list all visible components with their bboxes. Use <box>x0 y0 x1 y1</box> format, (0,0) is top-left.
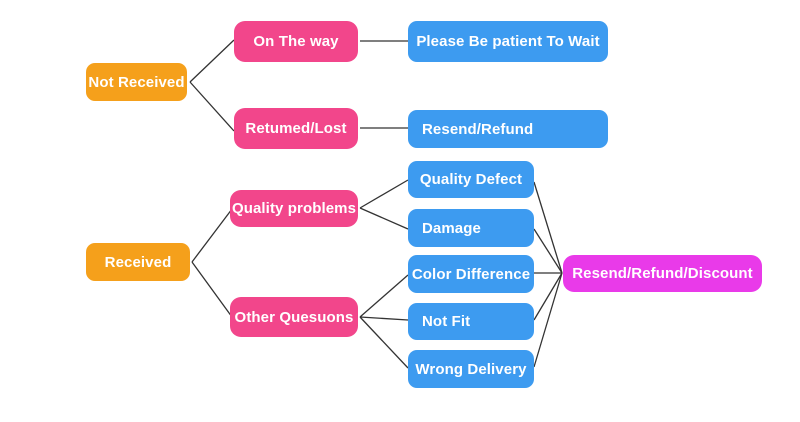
node-resend-refund-discount[interactable]: Resend/Refund/Discount <box>563 255 762 292</box>
node-label-not-received: Not Received <box>88 73 185 91</box>
node-label-other-questions: Other Quesuons <box>234 308 354 326</box>
node-damage[interactable]: Damage <box>408 209 534 247</box>
node-other-questions[interactable]: Other Quesuons <box>230 297 358 337</box>
edge-other-questions-wrong-delivery <box>359 316 409 369</box>
node-label-color-difference: Color Difference <box>411 265 531 283</box>
node-on-the-way[interactable]: On The way <box>234 21 358 62</box>
node-label-quality-problems: Quality problems <box>231 200 357 217</box>
node-returned-lost[interactable]: Retumed/Lost <box>234 108 358 149</box>
edge-received-quality-problems <box>191 208 233 263</box>
node-label-not-fit: Not Fit <box>422 313 471 330</box>
edge-wrong-delivery-result <box>533 272 563 368</box>
node-please-wait[interactable]: Please Be patient To Wait <box>408 21 608 62</box>
edge-quality-defect-result <box>533 181 563 274</box>
node-quality-problems[interactable]: Quality problems <box>230 190 358 227</box>
node-not-received[interactable]: Not Received <box>86 63 187 101</box>
node-label-resend-refund: Resend/Refund <box>422 120 534 138</box>
node-color-difference[interactable]: Color Difference <box>408 255 534 293</box>
node-label-please-wait: Please Be patient To Wait <box>416 33 600 50</box>
node-label-wrong-delivery: Wrong Delivery <box>415 360 527 378</box>
node-resend-refund[interactable]: Resend/Refund <box>408 110 608 148</box>
node-received[interactable]: Received <box>86 243 190 281</box>
node-not-fit[interactable]: Not Fit <box>408 303 534 340</box>
node-wrong-delivery[interactable]: Wrong Delivery <box>408 350 534 388</box>
node-label-resend-refund-discount: Resend/Refund/Discount <box>572 265 753 282</box>
node-label-returned-lost: Retumed/Lost <box>245 120 347 137</box>
node-label-received: Received <box>104 253 172 271</box>
node-label-quality-defect: Quality Defect <box>419 171 523 188</box>
node-label-on-the-way: On The way <box>253 33 339 50</box>
node-label-damage: Damage <box>422 219 481 237</box>
node-quality-defect[interactable]: Quality Defect <box>408 161 534 198</box>
